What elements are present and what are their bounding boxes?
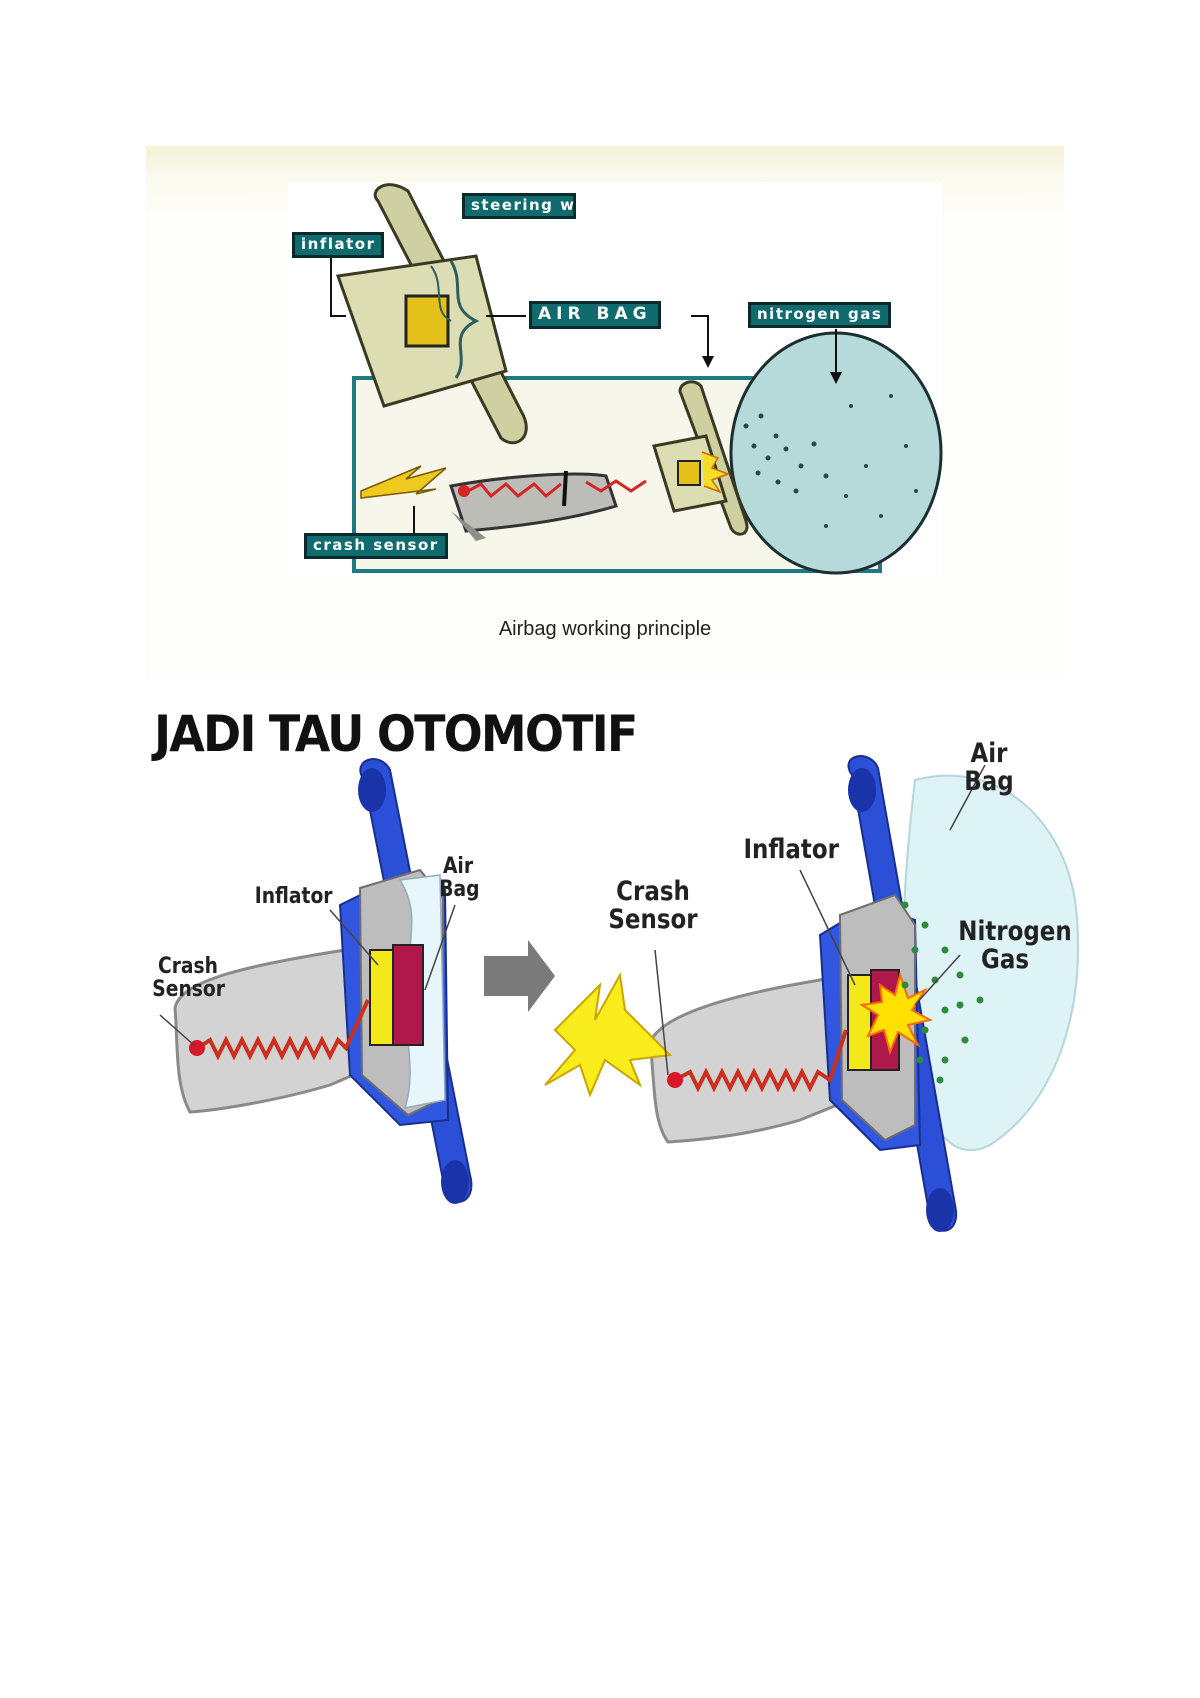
- steering-wheel-label: steering wheel: [462, 193, 616, 219]
- explosion-icon: [859, 971, 933, 1056]
- after-inflator-label: Inflator: [743, 834, 839, 865]
- inflator-after: [847, 974, 874, 1071]
- bottom-title: JADI TAU OTOMOTIF: [154, 705, 638, 763]
- connector-arrowheads: [702, 356, 842, 384]
- nitrogen-gas-dots: [901, 901, 984, 1084]
- transition-arrow-icon: [484, 940, 555, 1012]
- steering-wheel-before: [335, 183, 528, 445]
- inflator-charge: [404, 294, 450, 348]
- air-bag-label: AIR BAG: [529, 301, 661, 329]
- crash-sensor-after-dot: [667, 1072, 683, 1088]
- crash-sensor-label: crash sensor: [304, 533, 448, 559]
- nitrogen-gas-label: nitrogen gas: [748, 302, 892, 328]
- impact-lightning-icon: [360, 465, 447, 499]
- inflator-before: [369, 949, 396, 1046]
- top-caption: Airbag working principle: [498, 618, 712, 640]
- inflator-label: inflator: [292, 232, 385, 258]
- after-air-bag-label: Air Bag: [964, 738, 1014, 798]
- after-assembly: [544, 755, 1080, 1232]
- ignition-spark-icon: [701, 451, 731, 494]
- steering-column-after: [648, 970, 864, 1144]
- before-assembly: [159, 758, 473, 1204]
- crash-sensor-assembly: [360, 380, 749, 541]
- after-nitrogen-gas-label: Nitrogen Gas: [958, 916, 1072, 976]
- top-diagram-panel: steering wheel inflator AIR BAG nitrogen…: [146, 146, 1064, 681]
- connector-lines: [330, 246, 837, 536]
- after-crash-sensor-label: Crash Sensor: [608, 876, 698, 936]
- before-crash-sensor-label: Crash Sensor: [152, 954, 225, 1003]
- before-air-bag-label: Air Bag: [439, 854, 480, 903]
- before-inflator-label: Inflator: [254, 884, 333, 909]
- steering-column-before: [173, 938, 390, 1114]
- top-diagram-graphic: [288, 182, 943, 577]
- impact-lightning-after-icon: [544, 971, 673, 1098]
